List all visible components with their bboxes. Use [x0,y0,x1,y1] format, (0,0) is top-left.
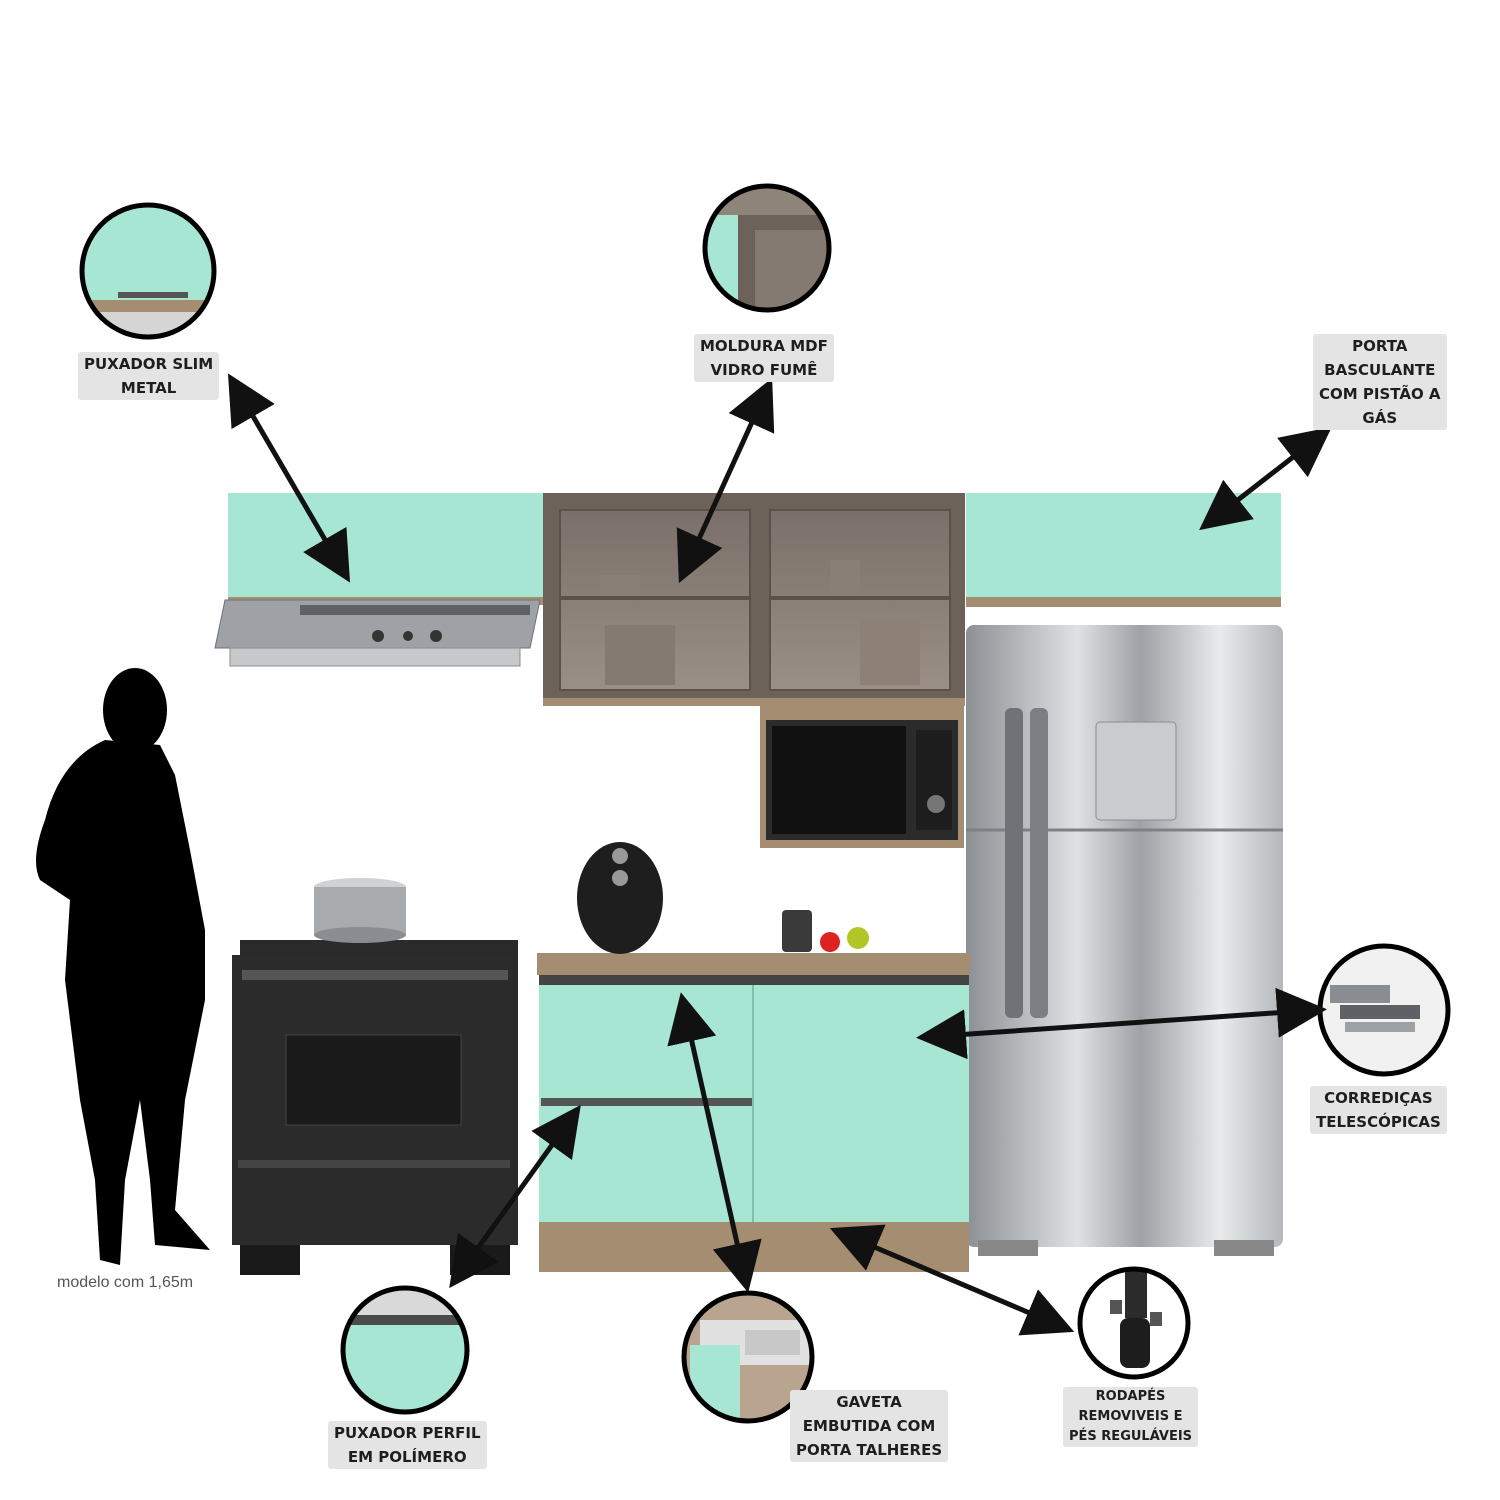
air-fryer [577,842,663,954]
microwave-niche [760,702,964,848]
label-line: PORTA TALHERES [796,1438,943,1462]
label-line: BASCULANTE [1319,358,1441,382]
label-line: MOLDURA MDF [700,334,828,358]
refrigerator [966,625,1283,1256]
label-line: EM POLÍMERO [334,1445,481,1469]
range-hood [214,599,541,667]
detail-drawer [681,1290,815,1424]
label-plinth-feet: RODAPÉS REMOVIVEIS E PÉS REGULÁVEIS [1063,1387,1199,1447]
callout-arrows [227,373,1332,1336]
label-line: GAVETA [796,1390,943,1414]
label-line: COM PISTÃO A [1319,382,1441,406]
person-silhouette [36,668,210,1265]
label-line: PÉS REGULÁVEIS [1069,1427,1193,1447]
model-height-caption: modelo com 1,65m [57,1274,194,1291]
detail-plinth-feet [1077,1266,1191,1380]
label-drawer: GAVETA EMBUTIDA COM PORTA TALHERES [790,1390,949,1462]
label-line: VIDRO FUMÊ [700,358,828,382]
detail-mdf-frame [702,183,832,313]
upper-right-cabinet [966,493,1281,607]
label-handle-profile: PUXADOR PERFIL EM POLÍMERO [328,1421,487,1469]
label-line: GÁS [1319,406,1441,430]
label-mdf-frame: MOLDURA MDF VIDRO FUMÊ [694,334,834,382]
upper-left-cabinet [228,493,544,605]
countertop-items [782,910,869,952]
label-line: PORTA [1319,334,1441,358]
label-slides: CORREDIÇAS TELESCÓPICAS [1310,1086,1447,1134]
detail-slides [1317,943,1451,1077]
label-handle-slim: PUXADOR SLIM METAL [78,352,220,400]
label-line: RODAPÉS [1069,1387,1193,1407]
detail-handle-slim [79,202,217,340]
label-line: PUXADOR PERFIL [334,1421,481,1445]
stove [232,878,518,1275]
glass-wall-cabinet [543,493,965,706]
detail-handle-profile [340,1285,470,1415]
label-line: METAL [84,376,214,400]
label-line: REMOVIVEIS E [1069,1407,1193,1427]
label-tilt-door: PORTA BASCULANTE COM PISTÃO A GÁS [1313,334,1447,430]
label-line: CORREDIÇAS [1316,1086,1441,1110]
label-line: EMBUTIDA COM [796,1414,943,1438]
label-line: PUXADOR SLIM [84,352,214,376]
base-cabinet [539,975,969,1272]
countertop [537,953,970,975]
label-line: TELESCÓPICAS [1316,1110,1441,1134]
